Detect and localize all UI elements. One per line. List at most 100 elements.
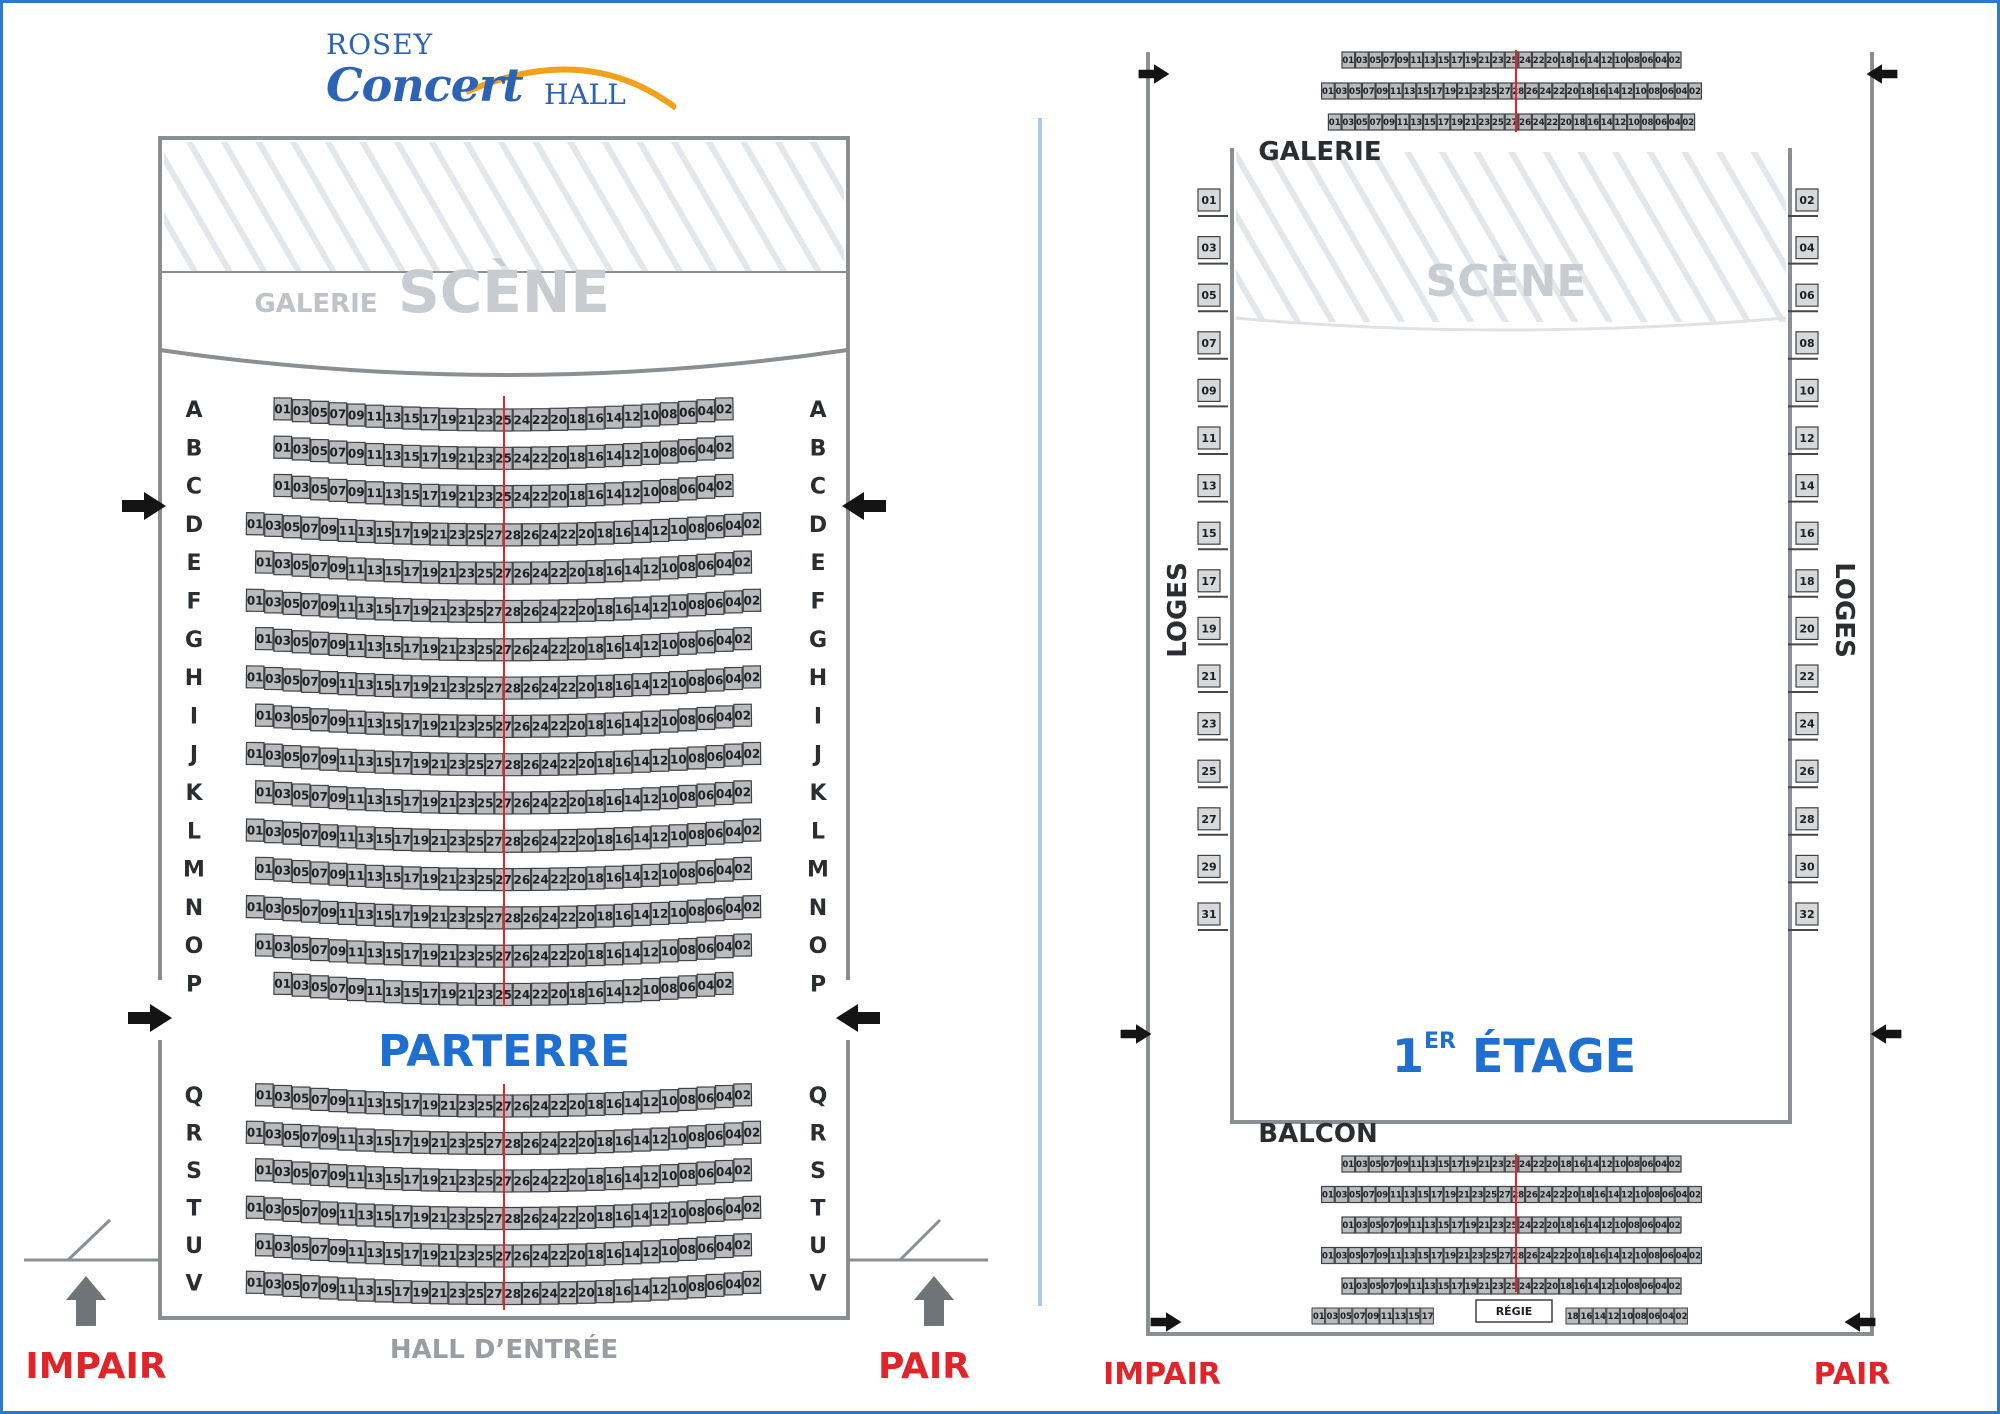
seat[interactable]: 17 [402, 866, 421, 890]
seat[interactable]: 24 [1538, 1185, 1553, 1204]
seat[interactable]: 13 [365, 941, 385, 965]
seat[interactable]: 16 [1572, 1155, 1587, 1173]
seat[interactable]: 04 [714, 781, 734, 806]
seat[interactable]: 13 [356, 1278, 375, 1302]
seat[interactable]: 02 [733, 856, 753, 881]
seat[interactable]: 19 [438, 484, 458, 508]
seat[interactable]: 02 [733, 780, 753, 804]
seat[interactable]: 11 [365, 481, 385, 505]
seat[interactable]: 11 [337, 595, 357, 619]
seat[interactable]: 02 [1667, 51, 1682, 69]
seat[interactable]: 25 [475, 714, 495, 738]
seat[interactable]: 20 [567, 943, 587, 967]
seat[interactable]: 27 [484, 676, 504, 700]
seat[interactable]: 09 [328, 862, 348, 886]
seat[interactable]: 23 [475, 446, 495, 470]
loge-seat[interactable]: 02 [1788, 188, 1819, 217]
seat[interactable]: 15 [402, 444, 421, 469]
seat[interactable]: 17 [420, 407, 440, 431]
seat[interactable]: 17 [402, 636, 421, 660]
seat[interactable]: 18 [567, 981, 587, 1005]
seat[interactable]: 03 [1355, 51, 1369, 69]
seat[interactable]: 12 [1620, 82, 1634, 100]
seat[interactable]: 16 [604, 865, 624, 889]
seat[interactable]: 11 [346, 633, 366, 658]
seat[interactable]: 18 [595, 1205, 615, 1229]
seat[interactable]: 06 [1647, 1307, 1661, 1325]
seat[interactable]: 03 [291, 437, 311, 461]
seat[interactable]: 05 [1368, 1277, 1383, 1295]
seat[interactable]: 24 [530, 867, 550, 891]
seat[interactable]: 12 [650, 518, 670, 543]
seat[interactable]: 21 [429, 752, 449, 776]
seat[interactable]: 10 [668, 900, 688, 925]
seat[interactable]: 20 [567, 1243, 587, 1267]
seat[interactable]: 02 [1667, 1277, 1682, 1295]
seat[interactable]: 04 [714, 935, 734, 959]
seat[interactable]: 21 [1477, 1216, 1492, 1234]
seat[interactable]: 02 [742, 1120, 762, 1145]
seat[interactable]: 07 [300, 746, 320, 770]
seat[interactable]: 22 [549, 1243, 569, 1268]
seat[interactable]: 10 [1613, 1277, 1628, 1295]
seat[interactable]: 22 [1552, 82, 1566, 100]
seat[interactable]: 04 [1654, 1216, 1668, 1234]
loge-seat[interactable]: 13 [1197, 474, 1228, 503]
seat[interactable]: 03 [273, 1159, 293, 1184]
seat[interactable]: 15 [383, 942, 403, 966]
seat[interactable]: 08 [678, 631, 697, 655]
seat[interactable]: 01 [245, 1270, 265, 1295]
seat[interactable]: 16 [613, 903, 633, 927]
seat[interactable]: 13 [356, 519, 375, 544]
seat[interactable]: 08 [678, 554, 697, 579]
seat[interactable]: 02 [1674, 1307, 1688, 1325]
seat[interactable]: 10 [1627, 113, 1641, 131]
seat[interactable]: 12 [641, 1165, 661, 1189]
seat[interactable]: 06 [1640, 1277, 1655, 1295]
seat[interactable]: 01 [245, 741, 265, 766]
seat[interactable]: 21 [438, 637, 458, 661]
seat[interactable]: 02 [1667, 1155, 1682, 1173]
seat[interactable]: 04 [1674, 1246, 1689, 1265]
seat[interactable]: 01 [1321, 1246, 1335, 1265]
seat[interactable]: 15 [383, 1091, 403, 1116]
seat[interactable]: 24 [540, 1281, 559, 1305]
seat[interactable]: 19 [411, 1280, 431, 1304]
seat[interactable]: 15 [374, 1204, 394, 1228]
seat[interactable]: 18 [595, 1280, 615, 1304]
seat[interactable]: 22 [558, 828, 578, 853]
loge-seat[interactable]: 28 [1788, 807, 1819, 836]
seat[interactable]: 24 [540, 1206, 559, 1230]
seat[interactable]: 09 [1395, 51, 1410, 69]
seat[interactable]: 02 [733, 626, 753, 651]
seat[interactable]: 04 [714, 552, 734, 576]
seat[interactable]: 03 [1334, 82, 1349, 100]
seat[interactable]: 24 [540, 676, 559, 700]
seat[interactable]: 13 [356, 749, 375, 773]
seat[interactable]: 16 [604, 1241, 624, 1266]
seat[interactable]: 07 [300, 1200, 320, 1224]
seat[interactable]: 24 [1518, 1155, 1532, 1173]
seat[interactable]: 19 [420, 790, 440, 814]
seat[interactable]: 19 [420, 1168, 440, 1192]
seat[interactable]: 08 [678, 1237, 697, 1262]
seat[interactable]: 02 [1667, 1216, 1682, 1234]
seat[interactable]: 01 [1341, 1155, 1356, 1173]
seat[interactable]: 17 [392, 751, 412, 775]
seat[interactable]: 28 [503, 1281, 523, 1306]
seat[interactable]: 22 [549, 637, 569, 661]
seat[interactable]: 10 [659, 785, 679, 810]
seat[interactable]: 04 [696, 399, 716, 423]
seat[interactable]: 21 [438, 560, 458, 585]
seat[interactable]: 06 [696, 783, 716, 807]
seat[interactable]: 09 [328, 1163, 348, 1188]
seat[interactable]: 23 [1491, 1216, 1505, 1234]
seat[interactable]: 11 [346, 1240, 366, 1264]
seat[interactable]: 10 [1613, 1216, 1628, 1234]
seat[interactable]: 07 [300, 516, 320, 540]
seat[interactable]: 12 [1606, 1307, 1620, 1325]
seat[interactable]: 13 [365, 634, 385, 659]
seat[interactable]: 24 [540, 1131, 559, 1155]
seat[interactable]: 23 [457, 944, 477, 968]
seat[interactable]: 17 [1450, 1155, 1464, 1173]
